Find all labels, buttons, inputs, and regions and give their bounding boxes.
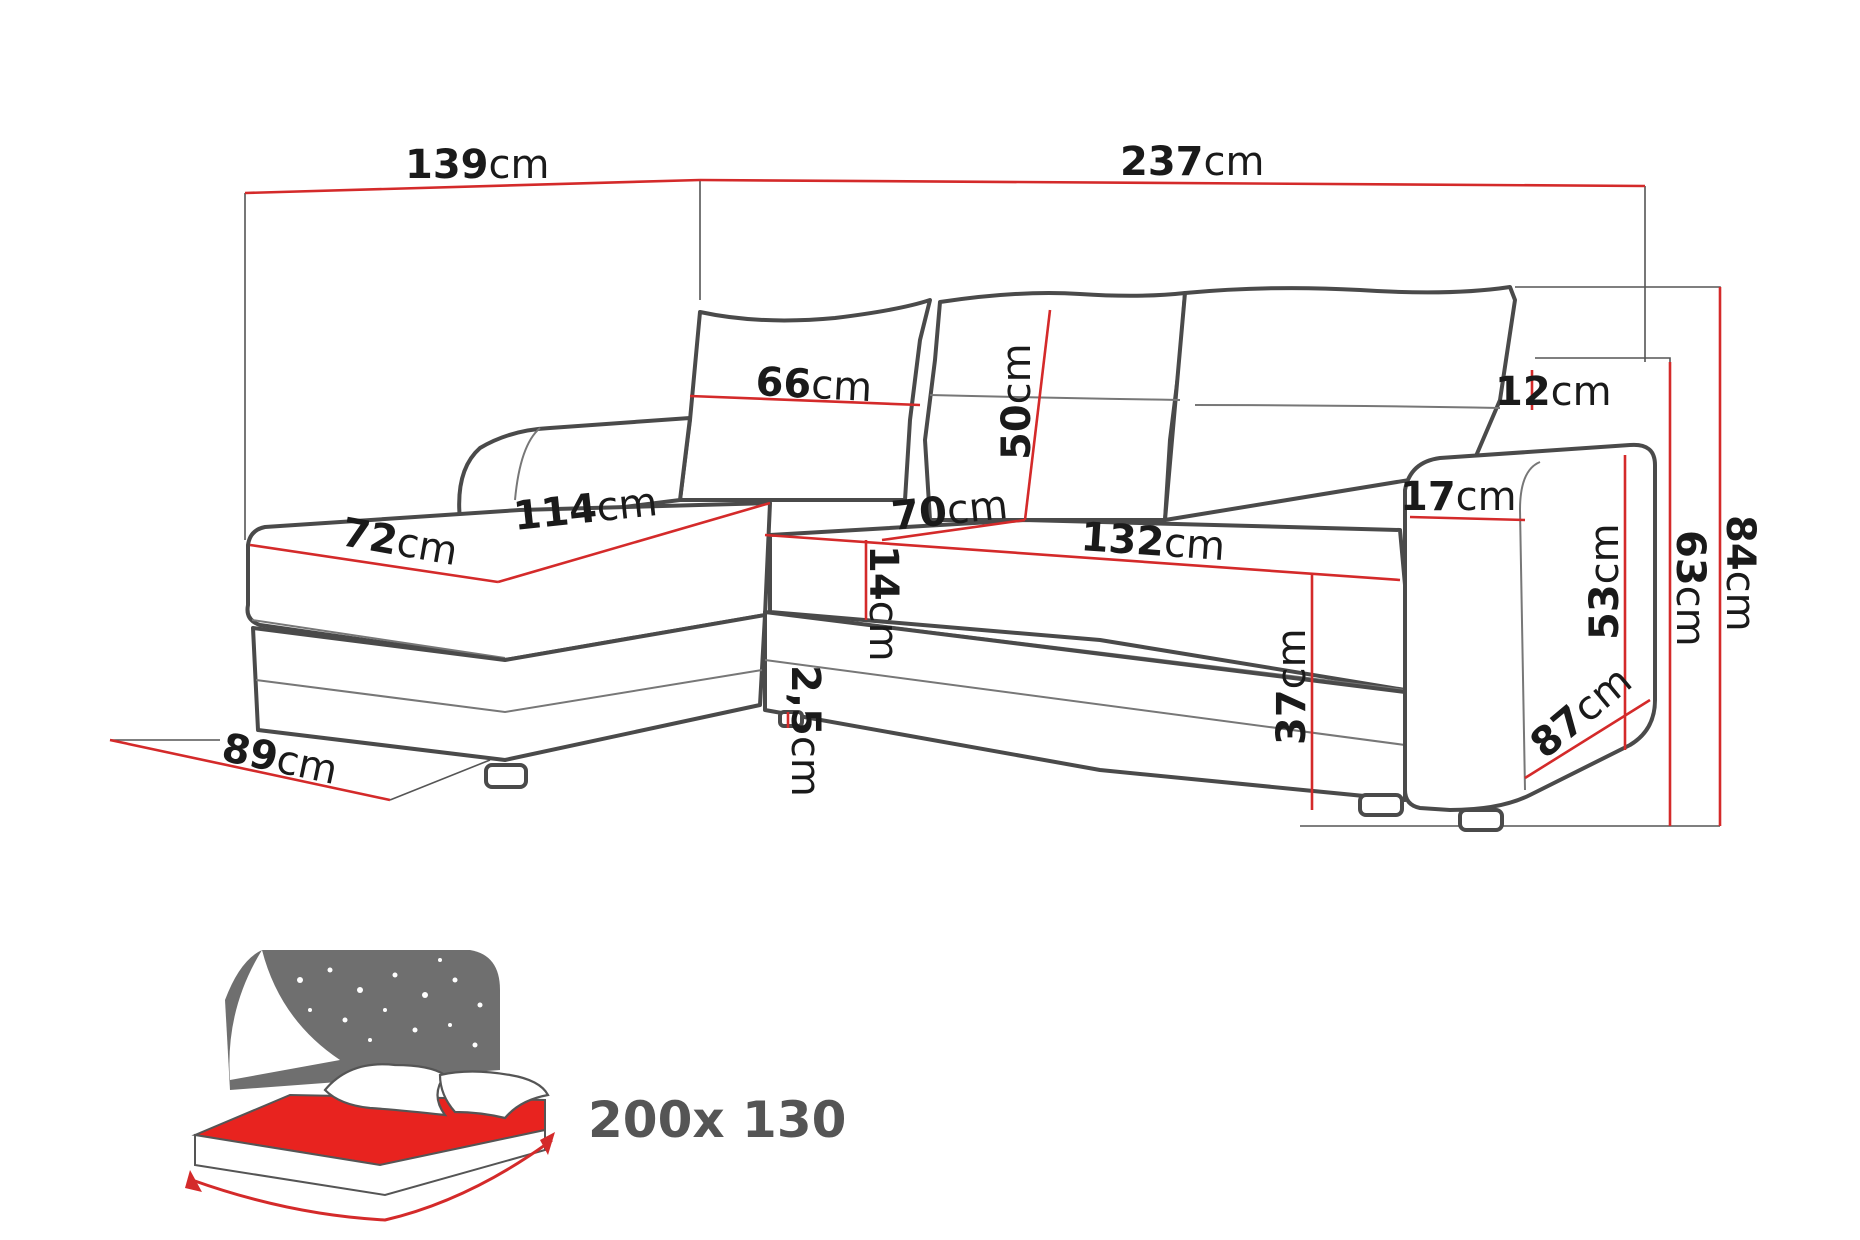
label-89: 89cm — [218, 725, 342, 794]
sofa-outline — [245, 285, 1657, 832]
stars — [283, 958, 483, 1048]
leg-front-left — [484, 763, 528, 789]
leg-inner — [778, 710, 804, 728]
label-50: 50cm — [994, 343, 1040, 460]
dim-line-139 — [244, 178, 701, 195]
dimension-labels: 139cm 237cm 66cm 50cm 12cm 72cm 114cm 70… — [218, 139, 1763, 797]
label-12: 12cm — [1495, 369, 1612, 415]
label-14: 14cm — [860, 545, 906, 662]
label-237: 237cm — [1120, 139, 1264, 185]
label-2-5: 2,5cm — [782, 665, 828, 797]
label-66: 66cm — [754, 359, 873, 411]
dim-line-17 — [1409, 515, 1526, 522]
right-armrest — [1403, 442, 1657, 812]
label-63: 63cm — [1667, 530, 1713, 647]
dim-line-66 — [689, 394, 921, 407]
dimension-lines — [109, 178, 1722, 826]
label-53: 53cm — [1582, 523, 1628, 640]
label-114: 114cm — [511, 479, 659, 540]
dim-line-50 — [1023, 309, 1052, 521]
dim-line-87 — [1524, 698, 1651, 780]
leg-front-middle — [1358, 793, 1404, 817]
main-base — [763, 610, 1407, 802]
label-72: 72cm — [338, 510, 461, 576]
label-37: 37cm — [1269, 628, 1315, 745]
label-17: 17cm — [1400, 474, 1517, 520]
dim-line-132 — [764, 533, 1401, 582]
label-84: 84cm — [1717, 515, 1763, 632]
dim-line-72 — [249, 543, 499, 584]
label-70: 70cm — [889, 482, 1010, 540]
dim-line-237 — [699, 178, 1646, 188]
bed-size-label: 200x 130 — [588, 1091, 846, 1149]
bed-night-icon — [185, 950, 555, 1222]
label-139: 139cm — [405, 142, 549, 188]
chaise-base — [251, 613, 767, 762]
dim-line-70 — [881, 518, 1026, 542]
dim-line-89 — [109, 738, 391, 802]
chaise-armrest — [457, 416, 692, 522]
leg-front-right — [1458, 808, 1504, 832]
dim-line-114 — [497, 501, 771, 584]
label-132: 132cm — [1079, 514, 1226, 570]
